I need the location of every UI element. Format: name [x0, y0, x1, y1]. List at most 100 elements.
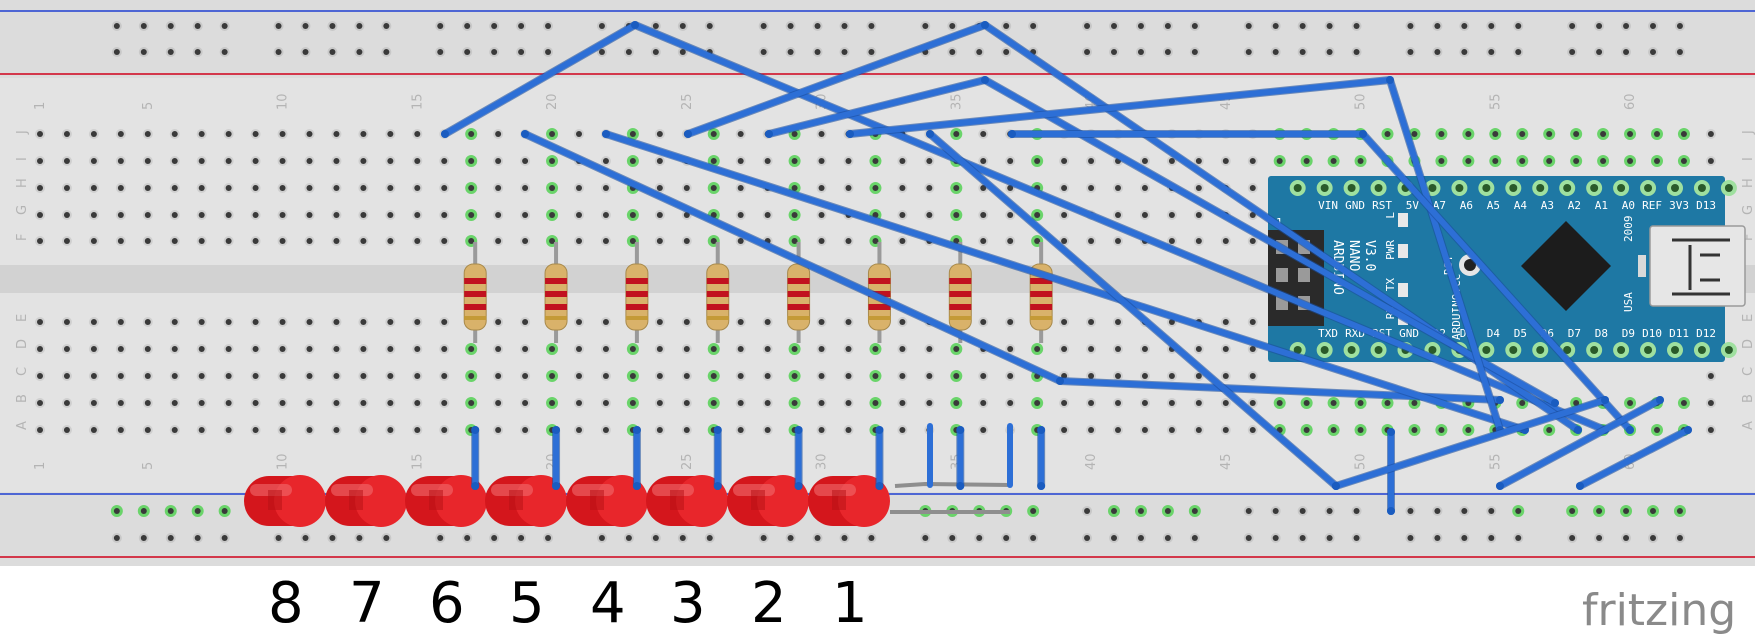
resistor-band: [545, 291, 568, 297]
wire-end: [632, 426, 641, 434]
breadboard-hole: [656, 131, 663, 137]
rail-hole: [1623, 23, 1630, 29]
breadboard-hole: [683, 400, 690, 406]
wire-end: [794, 482, 803, 490]
breadboard-hole: [791, 238, 798, 244]
rail-hole: [302, 23, 309, 29]
pin-label: D11: [1669, 327, 1689, 340]
breadboard-hole: [1249, 185, 1256, 191]
resistor-band: [1030, 304, 1053, 310]
rail-hole: [1299, 49, 1306, 55]
breadboard-hole: [791, 373, 798, 379]
wire-end: [441, 130, 449, 138]
rail-hole: [464, 535, 471, 541]
breadboard-hole: [252, 373, 259, 379]
rail-hole: [167, 535, 174, 541]
breadboard-hole: [306, 158, 313, 164]
breadboard-hole: [1222, 319, 1229, 325]
rail-hole: [275, 23, 282, 29]
breadboard-hole: [1707, 158, 1714, 164]
breadboard-hole: [791, 346, 798, 352]
column-number: 25: [680, 453, 695, 470]
breadboard-hole: [1141, 158, 1148, 164]
wire-end: [1656, 396, 1664, 404]
resistor-band: [464, 291, 487, 297]
arduino-pin-hole: [1347, 346, 1356, 354]
breadboard-hole: [468, 400, 475, 406]
rail-hole: [1030, 23, 1037, 29]
rail-hole: [140, 49, 147, 55]
rail-hole: [1003, 535, 1010, 541]
rail-hole: [356, 23, 363, 29]
rail-hole: [1272, 49, 1279, 55]
breadboard-hole: [1680, 131, 1687, 137]
breadboard-hole: [522, 427, 529, 433]
breadboard-hole: [522, 373, 529, 379]
breadboard-hole: [1573, 158, 1580, 164]
rail-hole: [598, 535, 605, 541]
breadboard-hole: [576, 427, 582, 433]
row-letter: D: [15, 339, 30, 349]
arduino-pin-hole: [1374, 184, 1383, 192]
breadboard-hole: [1519, 400, 1526, 406]
breadboard-hole: [1007, 346, 1014, 352]
led-number-label: 8: [268, 571, 304, 636]
breadboard-hole: [63, 373, 70, 379]
breadboard-hole: [1438, 158, 1445, 164]
rail-hole: [1434, 508, 1441, 514]
breadboard-hole: [1195, 158, 1202, 164]
row-letter: J: [1741, 130, 1755, 135]
breadboard-hole: [279, 185, 286, 191]
breadboard-hole: [1249, 346, 1256, 352]
rail-hole: [1326, 23, 1333, 29]
reset-button[interactable]: [1464, 259, 1476, 271]
breadboard-hole: [198, 212, 205, 218]
breadboard-hole: [1249, 373, 1256, 379]
breadboard-hole: [144, 400, 151, 406]
rail-hole: [625, 535, 632, 541]
rail-hole: [1299, 508, 1306, 514]
wire-end: [981, 76, 989, 84]
breadboard-hole: [683, 185, 690, 191]
breadboard-hole: [1303, 427, 1310, 433]
rail-hole: [922, 23, 929, 29]
breadboard-hole: [387, 158, 394, 164]
breadboard-hole: [225, 346, 232, 352]
resistor-band: [625, 291, 648, 297]
resistor-band: [1030, 278, 1053, 284]
rail-hole: [1191, 508, 1198, 514]
row-letter: E: [15, 314, 30, 322]
rail-hole: [518, 23, 525, 29]
breadboard-hole: [441, 373, 448, 379]
breadboard-hole: [1195, 373, 1202, 379]
breadboard-hole: [656, 212, 663, 218]
wire-end: [794, 426, 803, 434]
breadboard-hole: [1627, 158, 1634, 164]
rail-hole: [868, 49, 875, 55]
pin-label: A5: [1487, 199, 1500, 212]
rail-hole: [1084, 49, 1091, 55]
silkscreen-text: 2009: [1622, 216, 1635, 243]
breadboard-hole: [225, 373, 232, 379]
breadboard-hole: [1680, 400, 1687, 406]
resistor-band: [949, 316, 972, 320]
breadboard-hole: [1546, 158, 1553, 164]
rail-hole: [545, 23, 552, 29]
rail-hole: [167, 49, 174, 55]
pin-label: GND: [1399, 327, 1419, 340]
breadboard-hole: [63, 346, 70, 352]
column-number: 50: [1354, 93, 1369, 110]
breadboard-hole: [144, 185, 151, 191]
pin-label: D5: [1514, 327, 1527, 340]
rail-hole: [140, 508, 147, 514]
led-number-label: 2: [751, 571, 787, 636]
rail-hole: [1326, 508, 1333, 514]
breadboard-hole: [602, 319, 609, 325]
resistor-band: [787, 304, 810, 310]
breadboard-hole: [1411, 131, 1418, 137]
breadboard-hole: [1141, 346, 1148, 352]
breadboard-hole: [144, 212, 151, 218]
row-letter: E: [1741, 314, 1755, 322]
breadboard-hole: [845, 400, 852, 406]
breadboard-hole: [441, 238, 448, 244]
